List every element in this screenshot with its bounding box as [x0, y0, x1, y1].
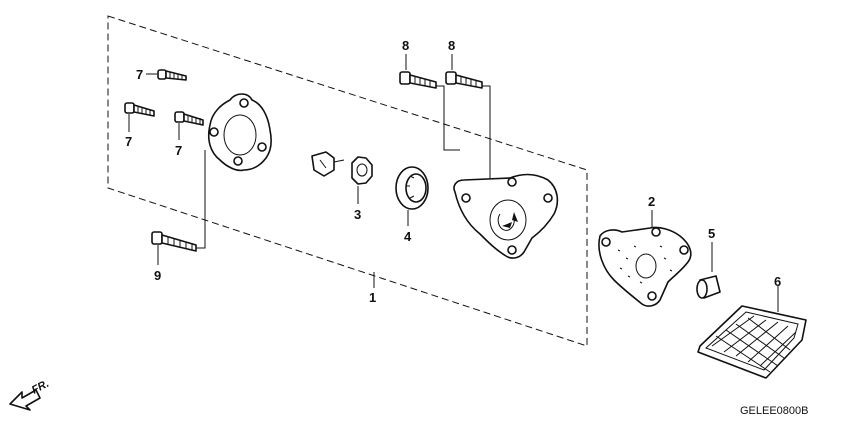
bolt-7-top — [157, 69, 187, 81]
callout-2: 2 — [648, 194, 655, 209]
callout-4: 4 — [404, 229, 412, 244]
front-direction-arrow-icon — [9, 389, 41, 411]
leader-bolt-8-right-to-body — [482, 85, 491, 178]
pump-gasket — [598, 226, 692, 307]
callout-7-top: 7 — [136, 67, 143, 82]
oil-strainer — [697, 305, 807, 379]
callout-3: 3 — [354, 207, 361, 222]
bolt-7-middle — [174, 111, 204, 126]
callout-6: 6 — [774, 274, 781, 289]
outer-rotor — [395, 166, 429, 210]
collar — [696, 275, 721, 299]
bolt-8-right — [445, 71, 483, 89]
leader-bolt-8-left-to-body — [436, 85, 460, 151]
callout-7-left: 7 — [125, 134, 132, 149]
callout-7-middle: 7 — [175, 143, 182, 158]
pump-cover — [207, 93, 272, 172]
pump-shaft — [311, 151, 345, 177]
callout-5: 5 — [708, 226, 715, 241]
pump-body — [453, 173, 559, 259]
callout-9: 9 — [154, 268, 161, 283]
oil-pump-assembly-outline — [107, 15, 588, 347]
inner-rotor — [351, 156, 373, 185]
direction-label: FR. — [30, 378, 51, 397]
callout-1: 1 — [369, 290, 376, 305]
diagram-code: GELEE0800B — [740, 405, 809, 417]
bolt-8-left — [399, 71, 437, 89]
bolt-9 — [151, 231, 197, 252]
callout-8-left: 8 — [402, 38, 409, 53]
callout-8-right: 8 — [448, 38, 455, 53]
leader-bolt-9-to-cover — [196, 150, 206, 249]
bolt-7-left — [124, 102, 155, 117]
